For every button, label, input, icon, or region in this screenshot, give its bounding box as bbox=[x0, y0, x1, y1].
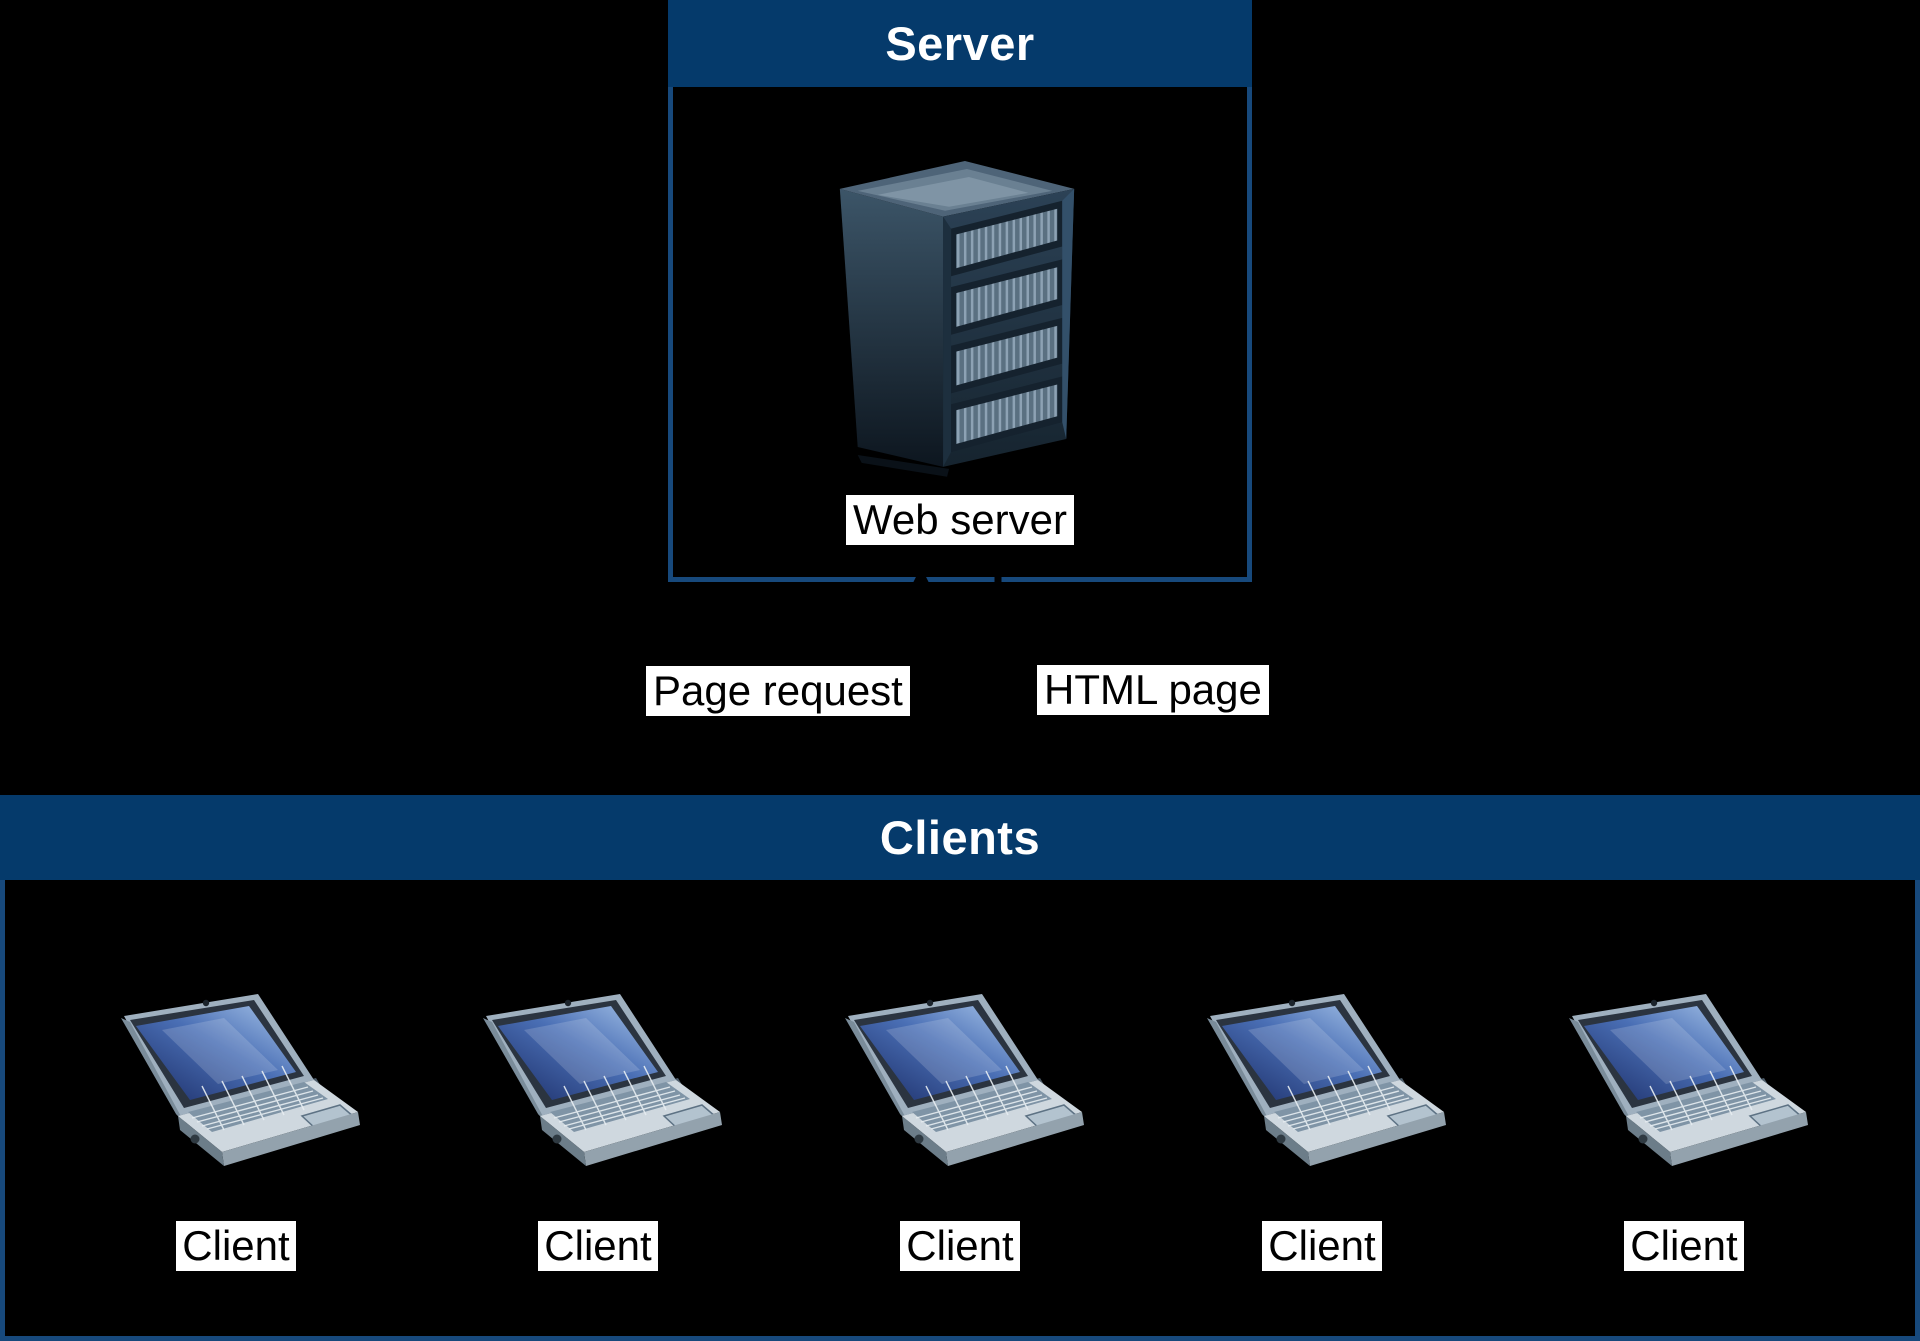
clients-panel-body: Client bbox=[0, 880, 1920, 1341]
page-request-arrow-up bbox=[907, 566, 935, 801]
client-label: Client bbox=[176, 1221, 296, 1271]
client-label: Client bbox=[1624, 1221, 1744, 1271]
clients-panel-header: Clients bbox=[0, 795, 1920, 880]
client-item: Client bbox=[1192, 988, 1452, 1271]
laptop-icon bbox=[121, 994, 360, 1166]
laptop-icon bbox=[1207, 994, 1446, 1166]
html-page-label: HTML page bbox=[1037, 665, 1269, 715]
web-server-label: Web server bbox=[846, 495, 1074, 545]
client-label: Client bbox=[1262, 1221, 1382, 1271]
page-request-label: Page request bbox=[646, 666, 910, 716]
client-item: Client bbox=[830, 988, 1090, 1271]
server-tower-icon bbox=[839, 161, 1075, 477]
client-item: Client bbox=[106, 988, 366, 1271]
server-panel-title: Server bbox=[885, 17, 1035, 70]
laptop-icon bbox=[1569, 994, 1808, 1166]
client-label: Client bbox=[900, 1221, 1020, 1271]
client-item: Client bbox=[468, 988, 728, 1271]
client-label: Client bbox=[538, 1221, 658, 1271]
laptop-icon bbox=[483, 994, 722, 1166]
html-response-arrow-down bbox=[984, 569, 1012, 806]
server-panel-body bbox=[668, 87, 1252, 582]
laptop-icon bbox=[845, 994, 1084, 1166]
server-panel-header: Server bbox=[668, 0, 1252, 87]
client-item: Client bbox=[1554, 988, 1814, 1271]
clients-panel-title: Clients bbox=[879, 811, 1041, 864]
